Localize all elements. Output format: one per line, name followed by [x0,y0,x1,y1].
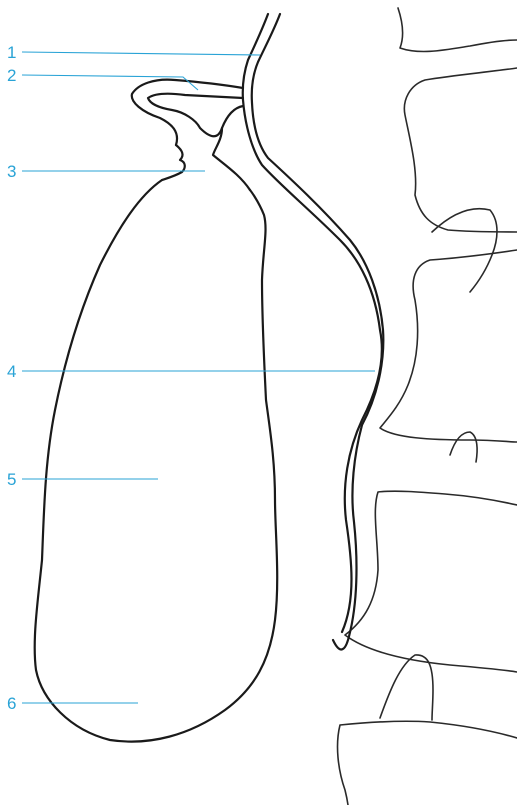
label-3: 3 [7,162,16,181]
common-bile-duct-inner-wall [252,14,384,649]
gallbladder-neck [162,145,185,180]
label-6: 6 [7,694,16,713]
spinous-process-3 [380,655,433,720]
structure-labels: 1 2 3 4 5 6 [7,43,16,713]
vertebra-edge-1 [398,8,517,52]
gallbladder-neck-right [213,128,250,190]
spinous-process-2 [450,432,477,462]
label-5: 5 [7,470,16,489]
vertebra-edge-4 [345,491,517,672]
cystic-duct [132,80,243,145]
label-1: 1 [7,43,16,62]
vertebra-edge-3 [380,250,517,442]
label-2: 2 [7,66,16,85]
cystic-duct-inner [148,94,243,137]
spinous-process-1 [432,209,497,292]
vertebra-edge-5 [338,721,517,805]
gallbladder-outline [35,180,278,742]
label-4: 4 [7,362,16,381]
leader-line-2 [22,75,198,90]
leader-lines [22,52,375,703]
leader-line-1 [22,52,260,55]
vertebra-edge-2 [404,68,517,232]
vertebral-column [338,8,517,805]
